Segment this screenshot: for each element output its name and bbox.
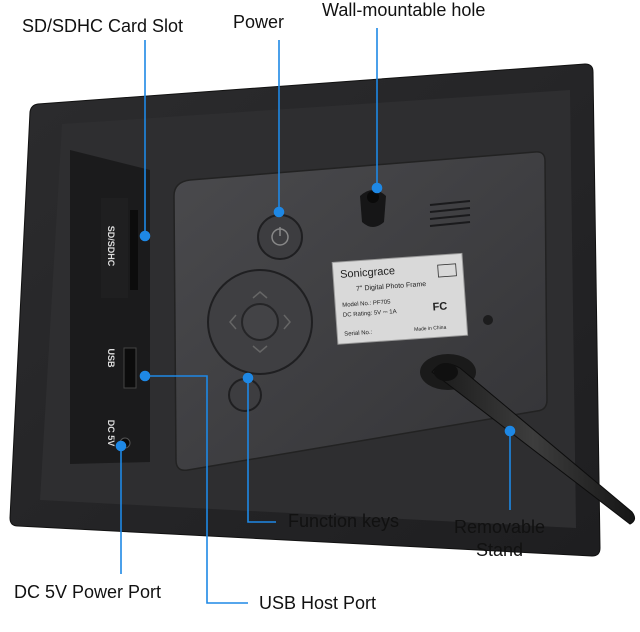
leader-usb xyxy=(145,375,248,604)
callout-sd-slot: SD/SDHC Card Slot xyxy=(22,16,184,36)
power-button xyxy=(257,214,303,260)
leader-function xyxy=(247,378,276,523)
wall-mount-hole xyxy=(360,190,386,227)
sticker-fcc: FC xyxy=(432,301,448,314)
callout-usb-host: USB Host Port xyxy=(259,593,377,613)
side-port-labels: SD/SDHC USB DC 5V xyxy=(101,198,128,446)
callout-dc-power: DC 5V Power Port xyxy=(14,582,162,602)
callout-lines xyxy=(115,28,516,604)
sticker-serial: Serial No.: xyxy=(344,330,373,338)
callout-function-keys: Function keys xyxy=(288,511,400,531)
callout-removable-stand: Removable Stand xyxy=(454,517,546,560)
sticker-model: Model No.: PF705 xyxy=(342,299,391,308)
sd-card-slot xyxy=(130,210,138,290)
callout-power: Power xyxy=(233,12,285,32)
screw-recess xyxy=(483,315,493,325)
sticker-title: 7" Digital Photo Frame xyxy=(356,281,427,293)
dc-side-label: DC 5V xyxy=(106,420,116,447)
sticker-origin: Made in China xyxy=(414,325,447,333)
function-dpad xyxy=(207,269,313,375)
sd-side-label: SD/SDHC xyxy=(106,226,116,267)
sticker-brand: Sonicgrace xyxy=(340,265,396,281)
usb-port xyxy=(123,347,137,389)
speaker-vents xyxy=(429,200,471,227)
usb-side-label: USB xyxy=(106,348,116,368)
callout-wall-hole: Wall-mountable hole xyxy=(322,0,486,20)
product-sticker: Sonicgrace 7" Digital Photo Frame Model … xyxy=(331,252,469,345)
menu-button xyxy=(228,378,262,412)
sticker-rating: DC Rating: 5V ⎓ 1A xyxy=(343,309,397,319)
removable-stand xyxy=(420,354,636,525)
